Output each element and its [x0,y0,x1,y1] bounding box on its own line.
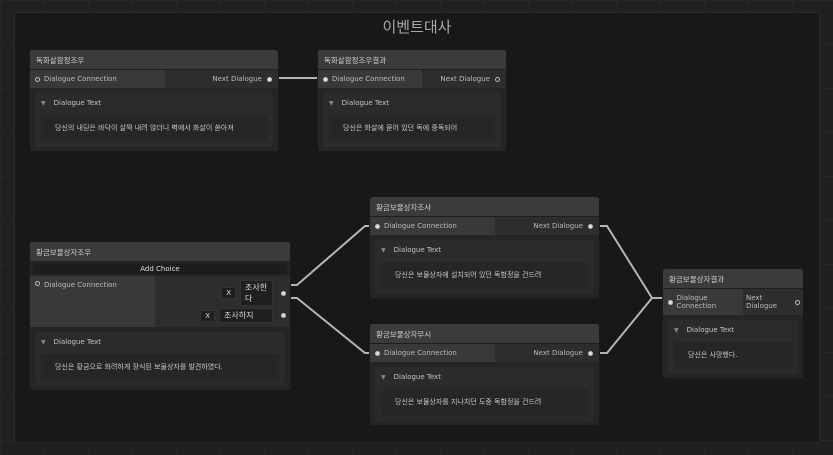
dialogue-text-foldout[interactable]: ▼ Dialogue Text [41,338,279,346]
port-label: Next Dialogue [440,75,490,83]
dialogue-text-field[interactable]: 당신은 보물상자에 설치되어 있던 독함정을 건드려 [381,262,588,288]
dialogue-text-foldout[interactable]: ▼ Dialogue Text [381,246,588,254]
port-icon[interactable] [495,76,500,82]
dialogue-text-field[interactable]: 당신은 화살에 묻어 있던 독에 중독되어 [329,115,495,141]
dialogue-text-foldout[interactable]: ▼ Dialogue Text [41,99,267,107]
port-icon[interactable] [281,290,286,296]
output-port[interactable]: Next Dialogue [495,344,599,362]
foldout-label: Dialogue Text [393,246,442,254]
port-icon[interactable] [375,223,380,229]
port-label: Dialogue Connection [332,75,405,83]
port-icon[interactable] [281,313,286,318]
dialogue-node[interactable]: 황금보물상자결과 Dialogue Connection Next Dialog… [662,268,804,379]
dialogue-text-foldout[interactable]: ▼ Dialogue Text [329,99,495,107]
group-title[interactable]: 이벤트대사 [382,18,452,36]
foldout-label: Dialogue Text [53,338,102,346]
port-icon[interactable] [588,223,593,229]
dialogue-text-foldout[interactable]: ▼ Dialogue Text [381,373,588,381]
triangle-down-icon: ▼ [674,326,679,334]
triangle-down-icon: ▼ [41,99,46,107]
choice-row: X 조사한다 [159,280,286,306]
triangle-down-icon: ▼ [381,373,386,381]
remove-choice-button[interactable]: X [200,309,215,322]
output-port[interactable]: Next Dialogue [422,70,506,88]
dialogue-node[interactable]: 황금보물상자조사 Dialogue Connection Next Dialog… [369,196,600,299]
triangle-down-icon: ▼ [41,338,46,346]
foldout-label: Dialogue Text [686,326,735,334]
foldout-label: Dialogue Text [393,373,442,381]
triangle-down-icon: ▼ [381,246,386,254]
choice-input[interactable]: 조사한다 [240,280,273,306]
port-label: Next Dialogue [212,75,262,83]
port-label: Dialogue Connection [44,75,117,83]
port-icon[interactable] [267,76,272,82]
node-title: 황금보물상자결과 [663,269,803,289]
add-choice-button[interactable]: Add Choice [33,264,287,274]
output-port[interactable]: Next Dialogue [495,217,599,235]
wire-4 [597,225,666,299]
port-icon[interactable] [668,299,673,305]
port-icon[interactable] [588,350,593,356]
node-title: 독화살함정조우결과 [318,50,506,70]
foldout-label: Dialogue Text [53,99,102,107]
port-label: Dialogue Connection [384,222,457,230]
wire-2 [287,225,373,286]
port-icon[interactable] [35,281,40,286]
input-port[interactable]: Dialogue Connection [370,217,495,235]
output-port[interactable]: Next Dialogue [165,70,278,88]
input-port[interactable]: Dialogue Connection [318,70,422,88]
wire-3 [287,297,373,354]
dialogue-text-field[interactable]: 당신은 황금으로 화려하게 장식된 보물상자를 발견하였다. [41,354,279,380]
choice-node[interactable]: 황금보물상자조우 Add Choice Dialogue Connection … [29,241,291,391]
port-icon[interactable] [35,76,40,82]
wire-5 [597,297,666,354]
triangle-down-icon: ▼ [329,99,334,107]
node-title: 황금보물상자무시 [370,324,599,344]
port-label: Dialogue Connection [676,294,717,310]
input-port[interactable]: Dialogue Connection [663,289,743,315]
dialogue-text-foldout[interactable]: ▼ Dialogue Text [674,326,792,334]
dialogue-text-field[interactable]: 당신의 내딛은 바닥이 살짝 내려 앉더니 벽에서 화살이 쏟아져 [41,115,267,141]
node-title: 황금보물상자조사 [370,197,599,217]
remove-choice-button[interactable]: X [221,287,236,299]
port-label: Dialogue Connection [44,281,117,289]
dialogue-node[interactable]: 독화살함정조우결과 Dialogue Connection Next Dialo… [317,49,507,152]
port-icon[interactable] [795,299,800,305]
input-port[interactable]: Dialogue Connection [370,344,495,362]
node-title: 독화살함정조우 [30,50,278,70]
input-port[interactable]: Dialogue Connection [30,70,165,88]
node-title: 황금보물상자조우 [30,242,290,262]
dialogue-text-field[interactable]: 당신은 사망했다. [674,342,792,368]
port-label: Dialogue Connection [384,349,457,357]
port-label: Next Dialogue [533,222,583,230]
dialogue-text-field[interactable]: 당신은 보물상자를 지나치던 도중 독함정을 건드려 [381,389,588,415]
port-label: Next Dialogue [746,294,778,310]
choice-input[interactable]: 조사하지 [219,308,273,323]
output-port[interactable]: Next Dialogue [743,289,803,315]
dialogue-node[interactable]: 독화살함정조우 Dialogue Connection Next Dialogu… [29,49,279,152]
foldout-label: Dialogue Text [341,99,390,107]
port-label: Next Dialogue [533,349,583,357]
dialogue-node[interactable]: 황금보물상자무시 Dialogue Connection Next Dialog… [369,323,600,426]
choice-row: X 조사하지 [159,308,286,323]
input-port[interactable]: Dialogue Connection [30,276,155,327]
port-icon[interactable] [323,76,328,82]
port-icon[interactable] [375,350,380,356]
